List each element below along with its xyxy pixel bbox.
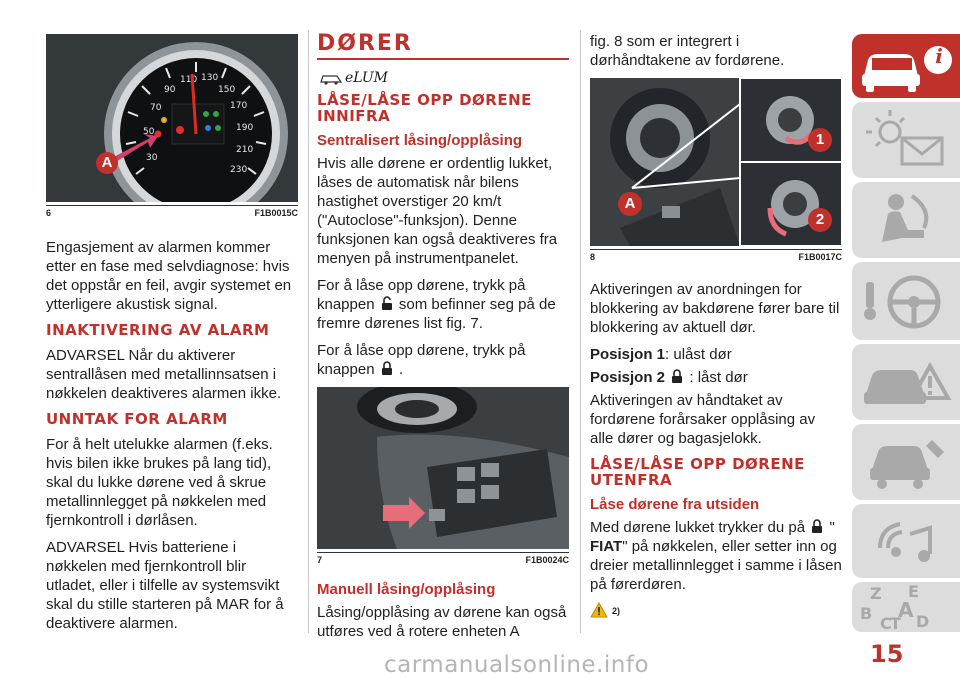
callout-a: A — [618, 192, 642, 216]
callout-a: A — [96, 152, 118, 174]
manual-lock-text: Låsing/opplåsing av dørene kan også utfø… — [317, 604, 567, 640]
door-handle-illustration — [590, 78, 842, 246]
figure-code: F1B0015C — [254, 208, 298, 218]
svg-text:30: 30 — [146, 153, 158, 163]
outside-lock-text-1: Med dørene lukket trykker du på " — [590, 519, 835, 536]
car-info-icon — [862, 46, 952, 92]
warning-triangle-icon — [590, 602, 608, 618]
column-divider — [308, 30, 309, 633]
autoclose-text: Hvis alle dørene er ordentlig lukket, lå… — [317, 155, 558, 267]
sidebar-tab-warning-lights[interactable] — [852, 102, 960, 178]
heading-unntak: UNNTAK FOR ALARM — [46, 410, 228, 428]
callout-1: 1 — [808, 128, 832, 152]
lock-button-text: For å låse opp dørene, trykk på knappen … — [317, 342, 526, 378]
position-1: Posisjon 1: ulåst dør — [590, 346, 732, 363]
sidebar-tab-multimedia[interactable] — [852, 504, 960, 578]
column-1: 30 50 70 90 110 130 150 170 190 210 230 A 6 F1B… — [46, 34, 298, 641]
door-panel-illustration — [317, 387, 569, 549]
car-small-icon — [320, 75, 343, 85]
figure-7-door-panel — [317, 387, 569, 549]
lock-icon — [381, 361, 392, 375]
watermark: carmanualsonline.info — [384, 652, 650, 678]
svg-text:230: 230 — [230, 165, 247, 175]
front-handle-text: Aktiveringen av håndtaket av fordørene f… — [590, 392, 816, 447]
svg-text:130: 130 — [201, 73, 218, 83]
figure-6-speedometer: 30 50 70 90 110 130 150 170 190 210 230 A — [46, 34, 298, 202]
maintenance-car-icon — [870, 440, 944, 489]
warning-reference: 2) — [590, 602, 842, 618]
figure-6-caption: 6 F1B0015C — [46, 205, 298, 218]
rear-block-text: Aktiveringen av anordningen for blokkeri… — [590, 281, 840, 336]
unlock-icon — [381, 296, 392, 310]
elum-label: eLUM — [345, 70, 388, 86]
elum-badge: eLUM — [319, 70, 569, 86]
airbag-seat-icon — [882, 194, 929, 242]
sidebar-tab-car-info[interactable]: i — [852, 34, 960, 98]
warning-central-lock-text: ADVARSEL Når du aktiverer sentrallåsen m… — [46, 347, 282, 402]
figure-8-door-handle: A 1 2 — [590, 78, 842, 246]
sidebar-tab-safety[interactable] — [852, 182, 960, 258]
title-rule — [317, 58, 569, 60]
speedometer-illustration: 30 50 70 90 110 130 150 170 190 210 230 — [46, 34, 298, 202]
section-title: DØRER — [317, 31, 413, 56]
heading-laase-innifra: LÅSE/LÅSE OPP DØRENE INNIFRA — [317, 91, 532, 125]
svg-text:50: 50 — [143, 127, 155, 137]
callout-2: 2 — [808, 208, 832, 232]
unlock-button-text: For å låse opp dørene, trykk på knappen … — [317, 277, 556, 332]
warning-battery-text: ADVARSEL Hvis batteriene i nøkkelen med … — [46, 539, 284, 632]
emergency-car-icon — [864, 361, 952, 404]
alphabet-index-icon: Z E B A C T D — [860, 582, 930, 633]
sidebar-tab-maintenance[interactable] — [852, 424, 960, 500]
heading-sentralisert: Sentralisert låsing/opplåsing — [317, 132, 523, 149]
sidebar-tab-index[interactable]: Z E B A C T D — [852, 582, 960, 633]
svg-text:190: 190 — [236, 123, 253, 133]
steering-key-icon — [864, 275, 941, 329]
outside-lock-text-2: FIAT" på nøkkelen, eller setter inn og d… — [590, 538, 842, 593]
alarm-exclusion-text: For å helt utelukke alarmen (f.eks. hvis… — [46, 436, 273, 529]
svg-text:150: 150 — [218, 85, 235, 95]
svg-text:170: 170 — [230, 101, 247, 111]
sidebar-tab-emergency[interactable] — [852, 344, 960, 420]
lock-icon — [672, 369, 683, 383]
figure-number: 8 — [590, 252, 596, 262]
figure-7-caption: 7 F1B0024C — [317, 552, 569, 565]
light-envelope-icon — [866, 110, 944, 166]
column-3: fig. 8 som er integrert i dørhåndtakene … — [590, 32, 842, 618]
svg-text:210: 210 — [236, 145, 253, 155]
heading-inaktivering: INAKTIVERING AV ALARM — [46, 321, 270, 339]
page-number: 15 — [870, 640, 904, 668]
info-letter: i — [935, 44, 943, 68]
column-divider — [580, 30, 581, 633]
alarm-engagement-text: Engasjement av alarmen kommer etter en f… — [46, 239, 292, 313]
heading-laase-fra-utsiden: Låse dørene fra utsiden — [590, 496, 760, 513]
svg-text:110: 110 — [180, 75, 197, 85]
handle-text: fig. 8 som er integrert i dørhåndtakene … — [590, 33, 785, 69]
lock-icon — [812, 519, 823, 533]
heading-utenfra: LÅSE/LÅSE OPP DØRENE UTENFRA — [590, 455, 805, 489]
figure-code: F1B0024C — [525, 555, 569, 565]
figure-code: F1B0017C — [798, 252, 842, 262]
column-2: DØRER eLUM LÅSE/LÅSE OPP DØRENE INNIFRA … — [317, 32, 569, 649]
figure-number: 6 — [46, 208, 52, 218]
svg-text:70: 70 — [150, 103, 162, 113]
heading-manuell: Manuell låsing/opplåsing — [317, 581, 496, 598]
position-2: Posisjon 2 : låst dør — [590, 369, 748, 386]
figure-8-caption: 8 F1B0017C — [590, 249, 842, 262]
svg-text:90: 90 — [164, 85, 176, 95]
warning-ref-number: 2) — [612, 606, 621, 616]
figure-number: 7 — [317, 555, 323, 565]
multimedia-icon — [878, 522, 932, 562]
sidebar-tab-driving[interactable] — [852, 262, 960, 340]
